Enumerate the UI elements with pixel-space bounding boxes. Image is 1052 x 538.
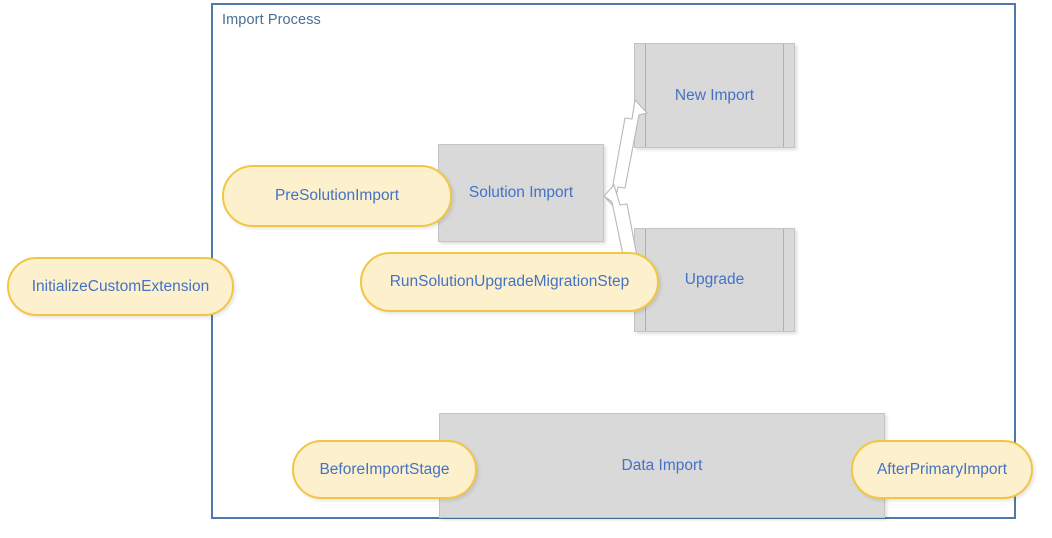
process-new-import[interactable]: New Import xyxy=(634,43,795,148)
event-initialize-custom-extension-label: InitializeCustomExtension xyxy=(31,277,210,295)
event-before-import-stage[interactable]: BeforeImportStage xyxy=(292,440,477,499)
process-solution-import[interactable]: Solution Import xyxy=(438,144,604,242)
process-new-import-label: New Import xyxy=(674,86,755,104)
container-title-label: Import Process xyxy=(222,12,321,28)
event-run-solution-upgrade-migration-step[interactable]: RunSolutionUpgradeMigrationStep xyxy=(360,252,659,312)
event-pre-solution-import-label: PreSolutionImport xyxy=(274,187,400,205)
predefined-process-bar-left xyxy=(645,44,646,147)
event-pre-solution-import[interactable]: PreSolutionImport xyxy=(222,165,452,227)
event-after-primary-import[interactable]: AfterPrimaryImport xyxy=(851,440,1033,499)
event-after-primary-import-label: AfterPrimaryImport xyxy=(876,460,1008,478)
predefined-process-bar-right xyxy=(783,229,784,331)
process-upgrade-label: Upgrade xyxy=(684,271,745,288)
process-data-import[interactable]: Data Import xyxy=(439,413,885,518)
process-solution-import-label: Solution Import xyxy=(468,184,574,201)
event-before-import-stage-label: BeforeImportStage xyxy=(319,460,450,478)
predefined-process-bar-right xyxy=(783,44,784,147)
event-run-solution-upgrade-migration-step-label: RunSolutionUpgradeMigrationStep xyxy=(389,273,630,291)
event-initialize-custom-extension[interactable]: InitializeCustomExtension xyxy=(7,257,234,316)
process-data-import-label: Data Import xyxy=(621,456,703,474)
